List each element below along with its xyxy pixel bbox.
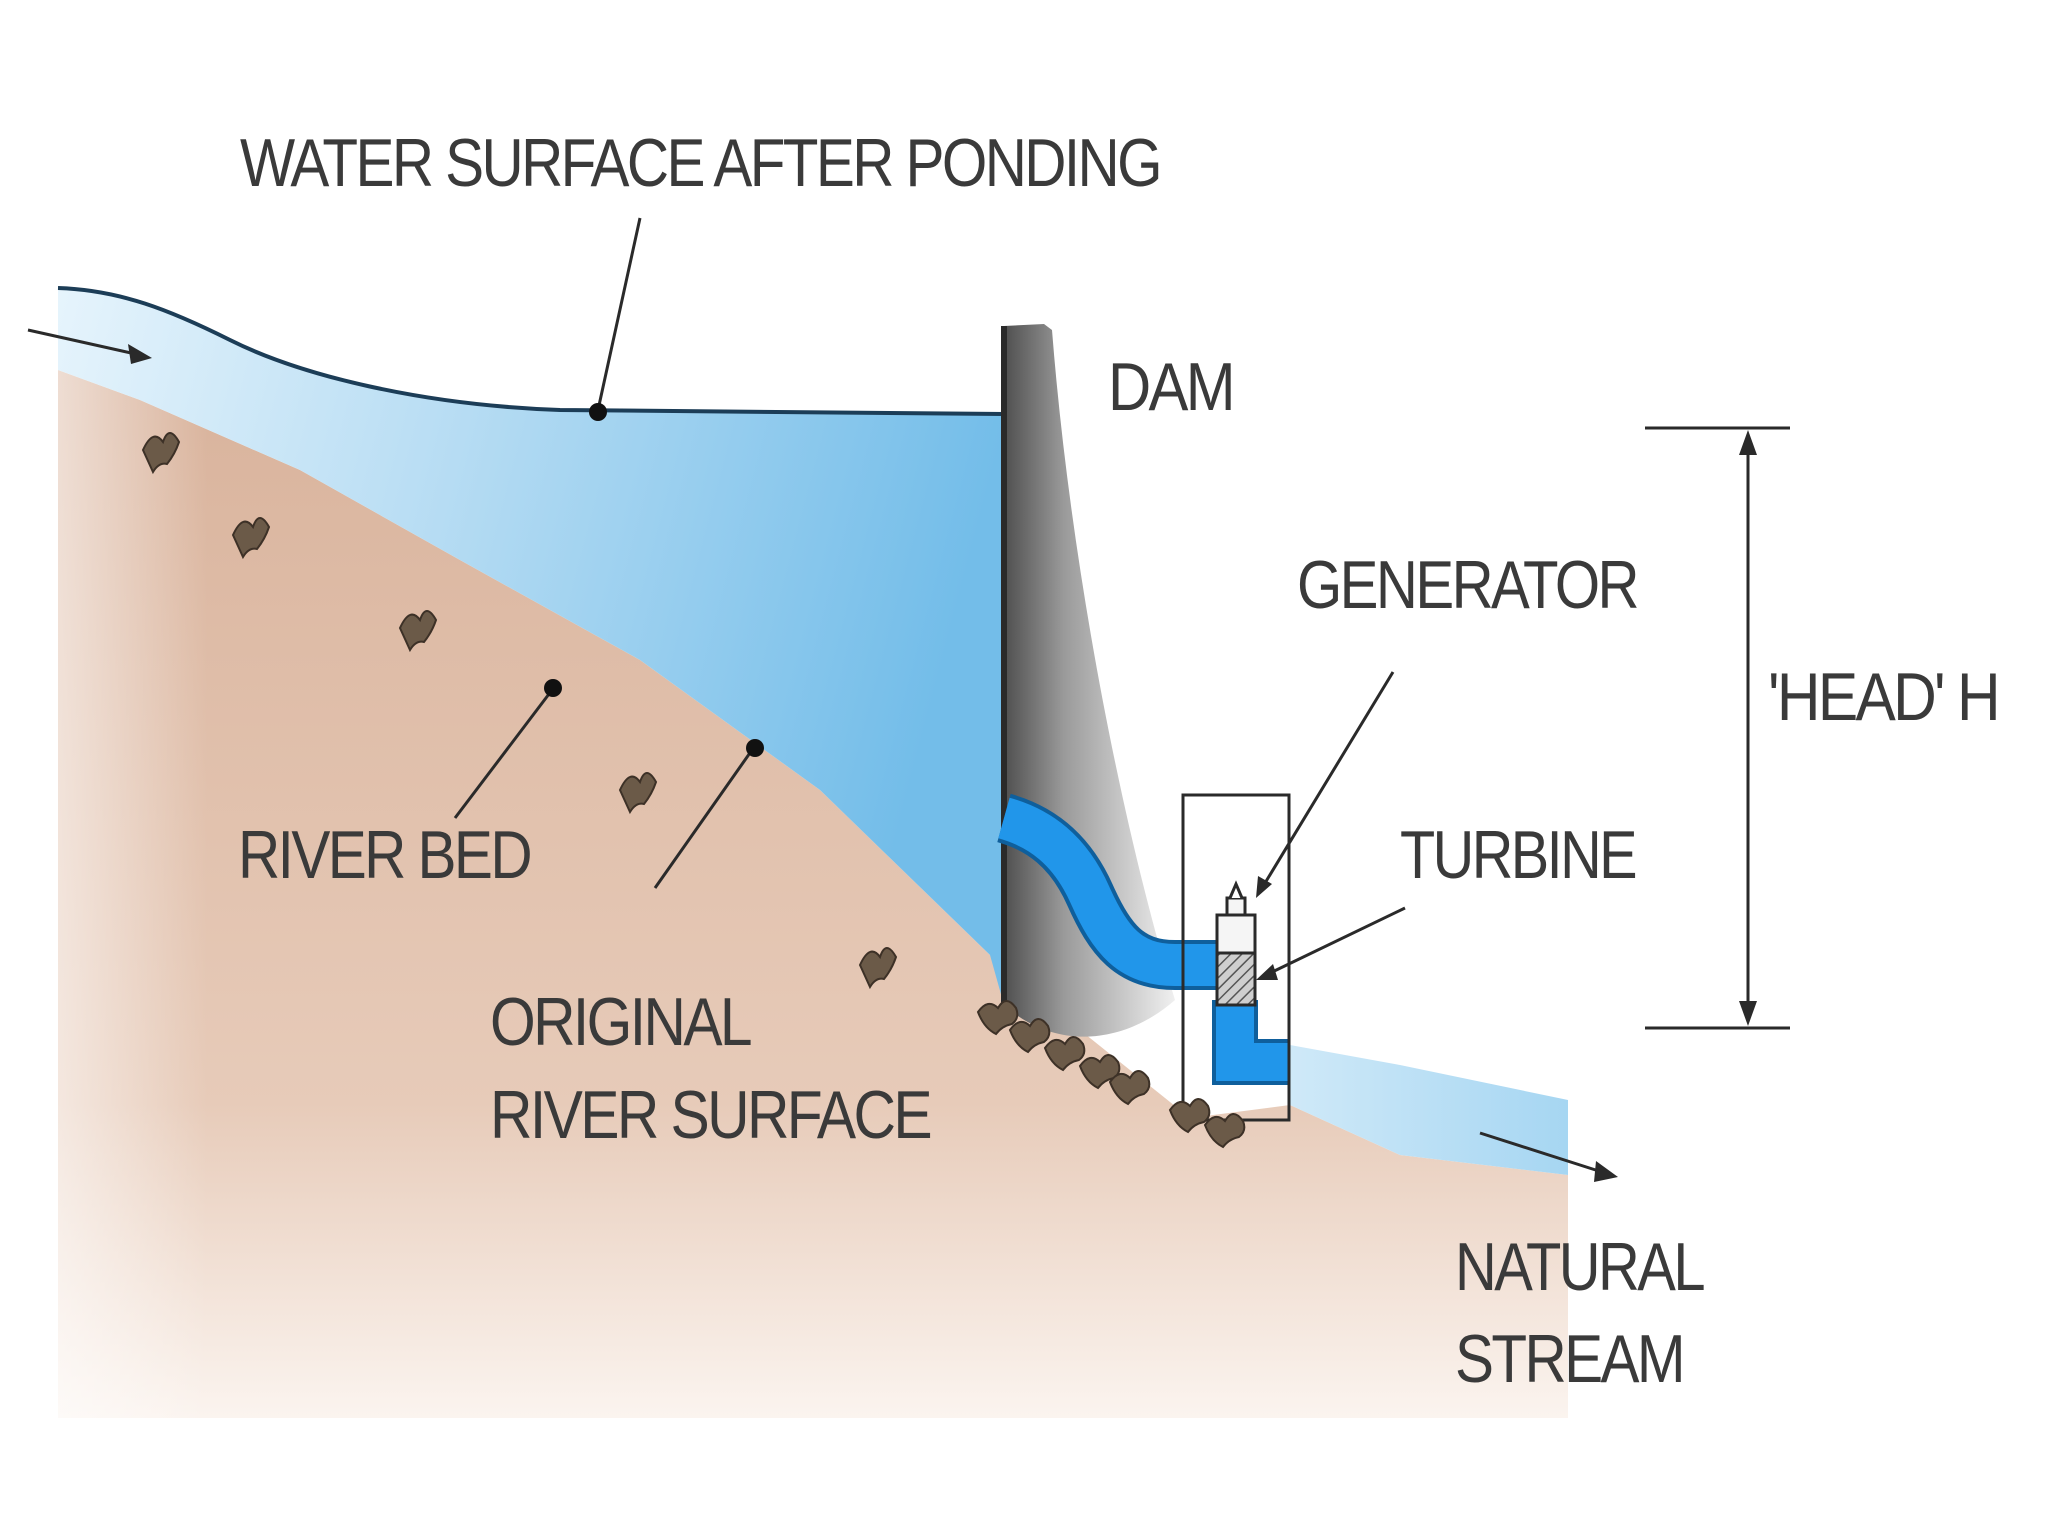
label-natural-stream-line1: NATURAL — [1455, 1229, 1704, 1305]
water-surface-line — [57, 286, 1005, 416]
label-original-river-surface-line1: ORIGINAL — [490, 984, 751, 1060]
riverbed-rocks — [141, 432, 1246, 1149]
label-original-river-surface-line2: RIVER SURFACE — [490, 1077, 931, 1153]
leader-water-surface — [589, 217, 642, 421]
arrow-right-icon — [1479, 1131, 1618, 1182]
arrow-right-icon — [27, 328, 152, 364]
label-generator: GENERATOR — [1297, 547, 1637, 623]
leader-generator — [1256, 671, 1395, 898]
turbine — [1215, 951, 1257, 1007]
generator — [1215, 913, 1257, 955]
reservoir-water — [58, 288, 1004, 1005]
leader-turbine — [1256, 906, 1406, 980]
label-dam: DAM — [1108, 349, 1233, 425]
leader-river-bed — [453, 679, 562, 819]
label-turbine: TURBINE — [1400, 817, 1636, 893]
double-arrow-vertical-icon — [1645, 426, 1790, 1030]
leader-original-river-surface — [653, 739, 764, 889]
label-water-surface: WATER SURFACE AFTER PONDING — [240, 125, 1160, 201]
natural-stream-water — [1290, 1045, 1568, 1175]
label-natural-stream-line2: STREAM — [1455, 1321, 1683, 1397]
label-river-bed: RIVER BED — [238, 817, 530, 893]
label-head: 'HEAD' H — [1768, 659, 1998, 735]
